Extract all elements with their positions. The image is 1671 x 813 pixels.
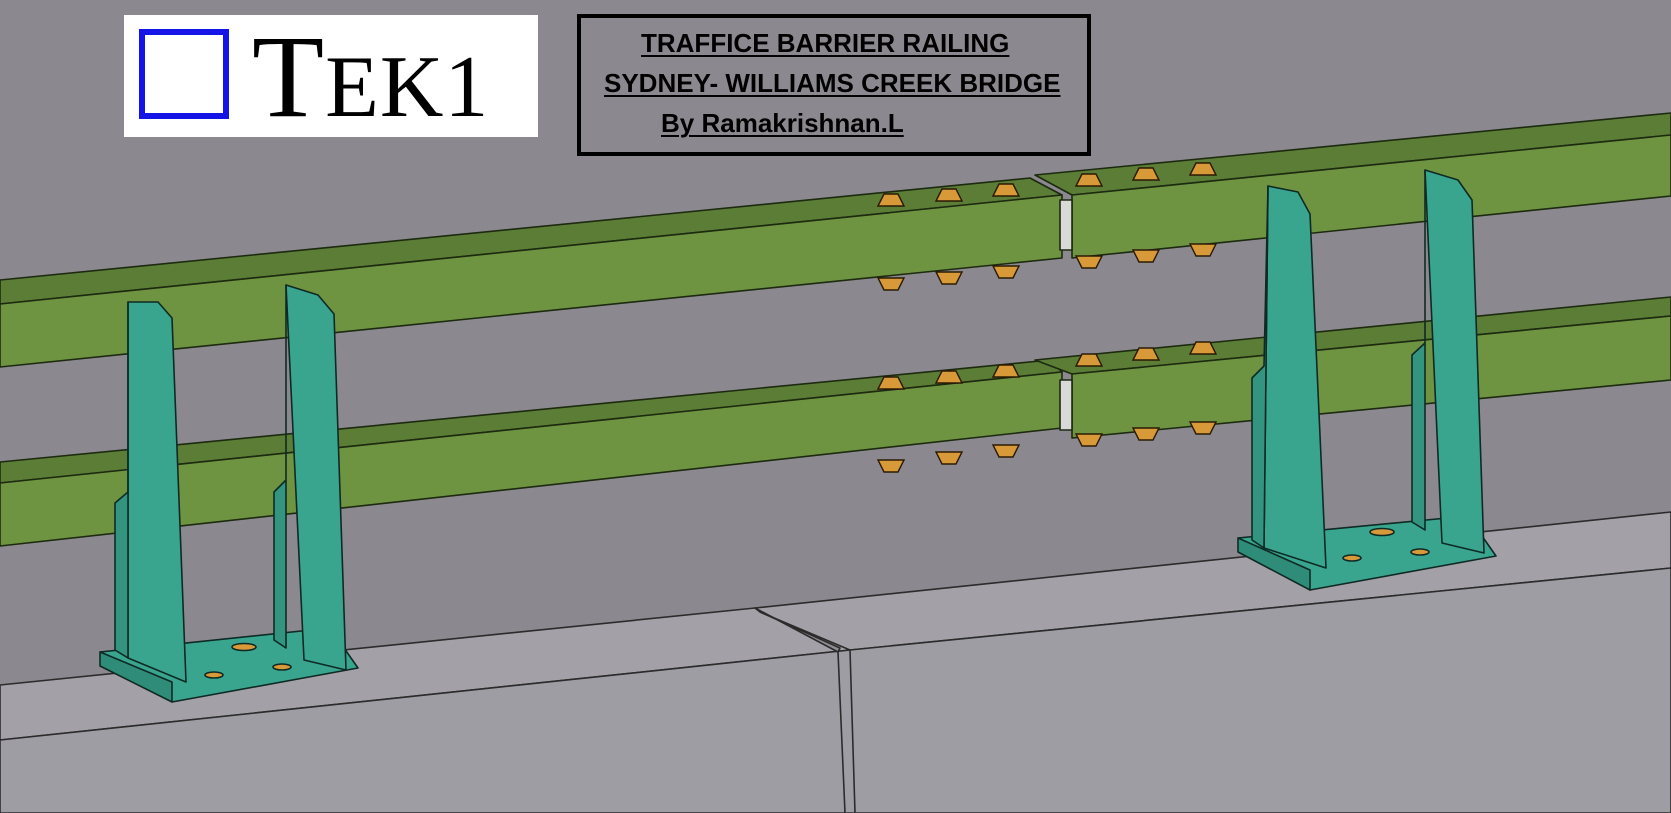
- right-post: [1237, 169, 1497, 591]
- upper-splice-bolts: [876, 162, 1218, 291]
- title-line-2: SYDNEY- WILLIAMS CREEK BRIDGE: [604, 68, 1061, 98]
- title-author: By Ramakrishnan.L: [661, 108, 904, 138]
- logo-wordmark: TEK1: [252, 18, 490, 144]
- logo-letter-t: T: [252, 11, 326, 142]
- title-line-1: TRAFFICE BARRIER RAILING: [641, 28, 1010, 58]
- logo: TEK1: [124, 15, 538, 137]
- concrete-parapet: [0, 511, 1671, 813]
- lower-rail: [0, 296, 1671, 547]
- lower-splice-bolts: [876, 341, 1218, 473]
- title-block: TRAFFICE BARRIER RAILING SYDNEY- WILLIAM…: [577, 14, 1091, 156]
- left-post: [99, 284, 359, 703]
- logo-square-icon: [139, 29, 229, 119]
- logo-letters-ek1: EK1: [325, 39, 490, 136]
